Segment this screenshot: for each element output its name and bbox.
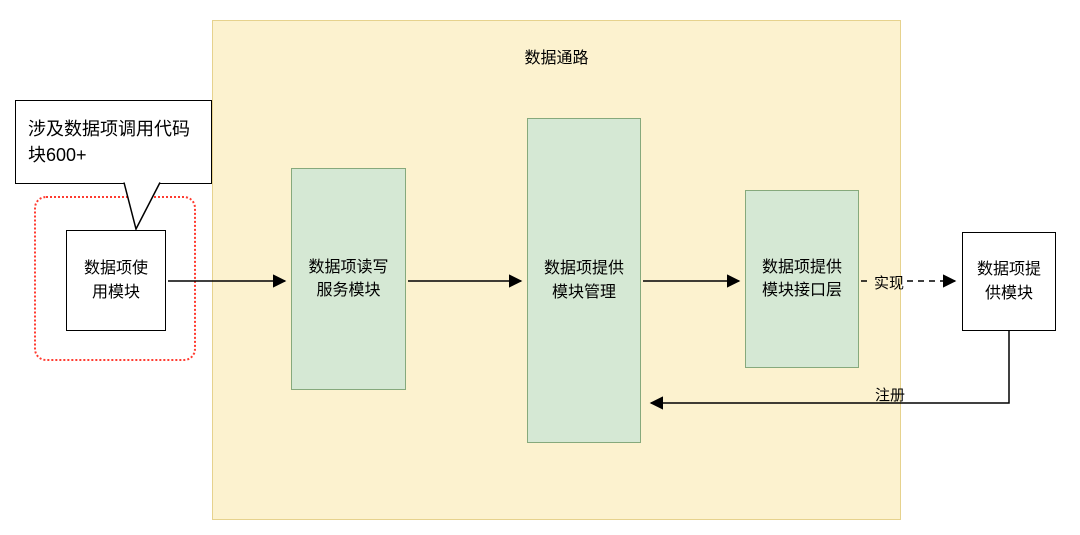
- node-read-write-service-module: 数据项读写 服务模块: [291, 168, 406, 390]
- node-provider-module-interface-layer: 数据项提供 模块接口层: [745, 190, 859, 368]
- node-provider-module-management: 数据项提供 模块管理: [527, 118, 641, 443]
- data-path-title: 数据通路: [524, 50, 589, 67]
- usage-highlight-outline: [34, 196, 196, 361]
- callout-note: 涉及数据项调用代码 块600+: [15, 100, 212, 184]
- node-usage-module: 数据项使 用模块: [66, 230, 166, 331]
- node-provider-module: 数据项提 供模块: [962, 232, 1056, 331]
- edge-label-register: 注册: [874, 387, 905, 404]
- edge-label-implement: 实现: [873, 275, 904, 292]
